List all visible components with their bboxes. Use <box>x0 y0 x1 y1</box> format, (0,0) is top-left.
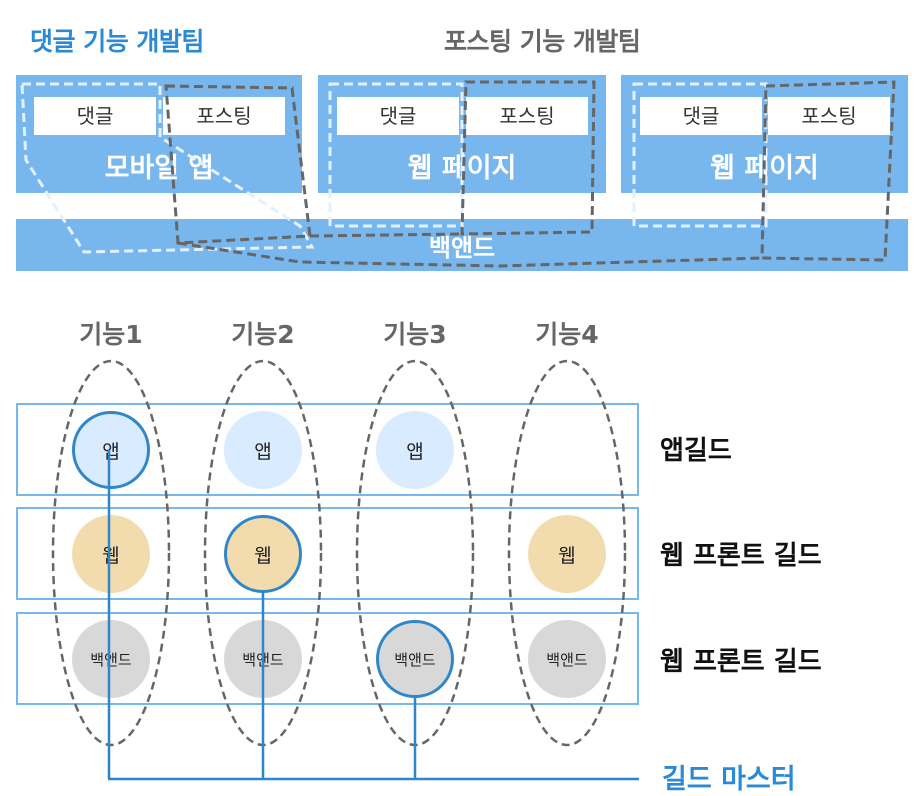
app-circle-2: 앱 <box>224 411 302 489</box>
posting-team-connector <box>177 241 763 268</box>
sub-box-posting: 포스팅 <box>163 97 285 135</box>
feature-ellipse-1 <box>51 359 171 747</box>
posting-team-outline <box>460 80 596 236</box>
comment-team-outline <box>20 82 315 254</box>
sub-box-comment: 댓글 <box>34 97 156 135</box>
team-posting-title: 포스팅 기능 개발팀 <box>444 27 641 56</box>
sub-box-comment: 댓글 <box>640 97 762 135</box>
guild-label-web: 웹 프론트 길드 <box>660 541 822 571</box>
sub-box-posting: 포스팅 <box>466 97 588 135</box>
team-comment-title: 댓글 기능 개발팀 <box>30 27 204 56</box>
feature-ellipse-4 <box>507 359 627 747</box>
guild-row-app <box>16 403 639 496</box>
feature-label-4: 기능4 <box>535 320 599 349</box>
web-circle-2: 웹 <box>224 515 302 593</box>
comment-team-outline <box>632 82 768 228</box>
guild-row-web <box>16 507 639 600</box>
feature-label-2: 기능2 <box>231 320 295 349</box>
guild-master-label: 길드 마스터 <box>662 764 796 795</box>
backend-circle-4: 백앤드 <box>528 620 606 698</box>
feature-label-1: 기능1 <box>79 320 143 349</box>
feature-label-3: 기능3 <box>383 320 447 349</box>
posting-team-connector <box>309 232 463 238</box>
app-circle-3: 앱 <box>376 411 454 489</box>
backend-label: 백앤드 <box>428 234 496 262</box>
posting-team-outline <box>164 84 312 245</box>
guild-row-backend <box>16 612 639 705</box>
web-circle-1: 웹 <box>72 515 150 593</box>
backend-circle-1: 백앤드 <box>72 620 150 698</box>
comment-team-outline <box>328 82 464 228</box>
sub-box-comment: 댓글 <box>337 97 459 135</box>
sub-box-posting: 포스팅 <box>768 97 890 135</box>
web-circle-4: 웹 <box>528 515 606 593</box>
guild-label-app: 앱길드 <box>660 436 732 466</box>
backend-circle-3: 백앤드 <box>376 620 454 698</box>
posting-team-outline <box>760 80 896 262</box>
app-circle-1: 앱 <box>72 411 150 489</box>
guild-label-backend: 웹 프론트 길드 <box>660 647 822 677</box>
